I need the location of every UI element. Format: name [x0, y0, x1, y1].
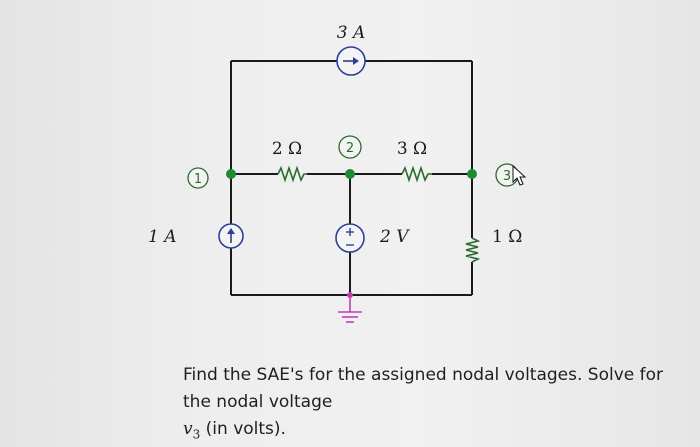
label-2v: 2 V — [379, 227, 410, 247]
resistor-1-ohm — [465, 237, 481, 263]
node-1-dot — [226, 169, 236, 179]
voltage-variable: v3 — [183, 419, 201, 442]
label-1a: 1 A — [148, 227, 177, 247]
node-1-badge — [187, 167, 209, 189]
node-2-label: 2 — [346, 141, 354, 156]
ground-node-dot — [347, 292, 353, 298]
label-2-ohm: 2 Ω — [272, 139, 302, 159]
resistor-3-ohm — [401, 165, 432, 183]
node-3-label: 3 — [503, 169, 511, 184]
voltage-source-middle — [335, 223, 365, 253]
question-line-1: Find the SAE's for the assigned nodal vo… — [183, 365, 664, 412]
node-3-dot — [467, 169, 477, 179]
resistor-2-ohm — [277, 165, 307, 183]
label-1-ohm: 1 Ω — [492, 227, 522, 247]
label-3-ohm: 3 Ω — [397, 139, 427, 159]
node-2-badge — [338, 135, 362, 159]
node-2-dot — [345, 169, 355, 179]
question-line-2-tail: (in volts). — [200, 419, 286, 439]
label-3a: 3 A — [337, 23, 366, 43]
current-source-top — [336, 46, 366, 76]
mouse-pointer-icon — [512, 164, 527, 186]
question-text: Find the SAE's for the assigned nodal vo… — [183, 362, 693, 447]
node-1-label: 1 — [194, 172, 202, 187]
current-source-left — [218, 223, 244, 249]
ground-symbol — [338, 295, 362, 323]
circuit-diagram: 1 2 3 3 A 1 A 2 V 2 Ω 3 Ω 1 Ω — [148, 23, 527, 323]
